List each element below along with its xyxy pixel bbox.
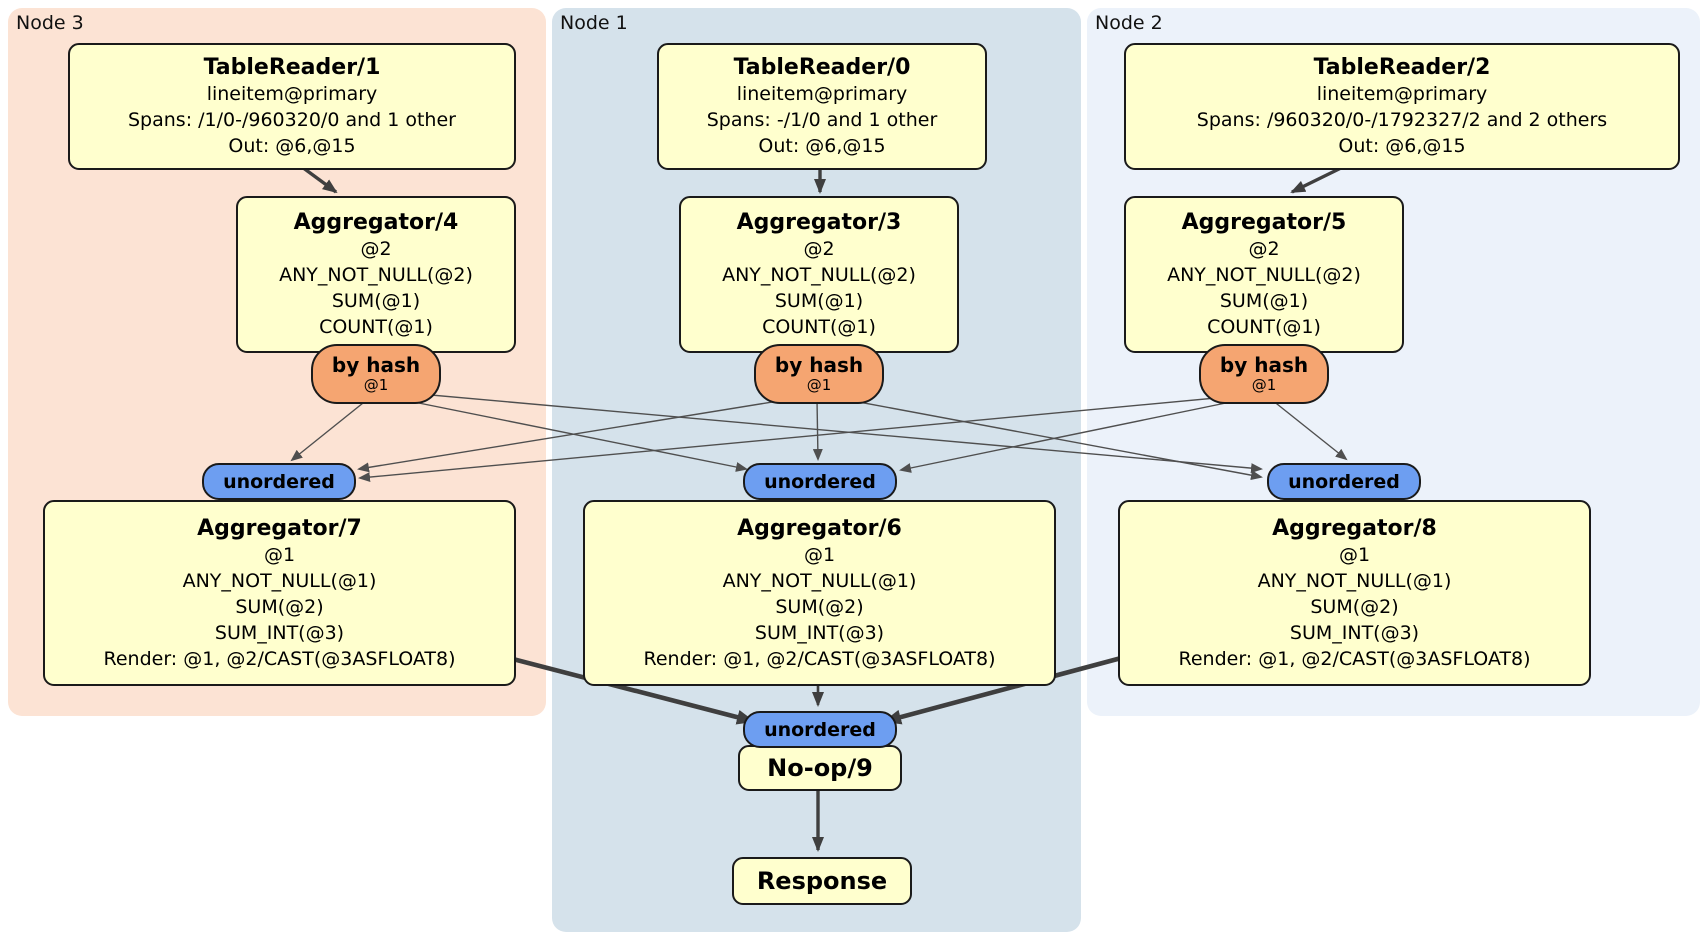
aggregator-5-title: Aggregator/5: [1181, 210, 1347, 235]
unordered-stream-node1: unordered: [743, 463, 897, 500]
tablereader-1-title: TableReader/1: [203, 55, 381, 80]
aggregator-3-title: Aggregator/3: [736, 210, 902, 235]
tablereader-2-title: TableReader/2: [1313, 55, 1491, 80]
node1-label: Node 1: [560, 12, 628, 34]
aggregator-7-box: Aggregator/7 @1 ANY_NOT_NULL(@1) SUM(@2)…: [43, 500, 516, 686]
noop-title: No-op/9: [767, 753, 873, 782]
tablereader-1-box: TableReader/1 lineitem@primary Spans: /1…: [68, 43, 516, 170]
aggregator-6-box: Aggregator/6 @1 ANY_NOT_NULL(@1) SUM(@2)…: [583, 500, 1056, 686]
tablereader-0-title: TableReader/0: [733, 55, 911, 80]
aggregator-4-title: Aggregator/4: [293, 210, 459, 235]
aggregator-7-title: Aggregator/7: [197, 515, 362, 541]
aggregator-5-box: Aggregator/5 @2 ANY_NOT_NULL(@2) SUM(@1)…: [1124, 196, 1404, 353]
unordered-stream-node2: unordered: [1267, 463, 1421, 500]
noop-box: No-op/9: [738, 745, 902, 791]
unordered-stream-sink: unordered: [743, 711, 897, 748]
tablereader-0-box: TableReader/0 lineitem@primary Spans: -/…: [657, 43, 987, 170]
aggregator-3-box: Aggregator/3 @2 ANY_NOT_NULL(@2) SUM(@1)…: [679, 196, 959, 353]
tablereader-2-box: TableReader/2 lineitem@primary Spans: /9…: [1124, 43, 1680, 170]
response-box: Response: [732, 857, 912, 905]
aggregator-4-box: Aggregator/4 @2 ANY_NOT_NULL(@2) SUM(@1)…: [236, 196, 516, 353]
by-hash-router-node2: by hash @1: [1199, 344, 1329, 404]
aggregator-6-title: Aggregator/6: [737, 515, 902, 541]
by-hash-router-node1: by hash @1: [754, 344, 884, 404]
unordered-stream-node3: unordered: [202, 463, 356, 500]
node3-label: Node 3: [16, 12, 84, 34]
node2-label: Node 2: [1095, 12, 1163, 34]
aggregator-8-box: Aggregator/8 @1 ANY_NOT_NULL(@1) SUM(@2)…: [1118, 500, 1591, 686]
response-title: Response: [756, 866, 888, 895]
by-hash-router-node3: by hash @1: [311, 344, 441, 404]
aggregator-8-title: Aggregator/8: [1272, 515, 1437, 541]
